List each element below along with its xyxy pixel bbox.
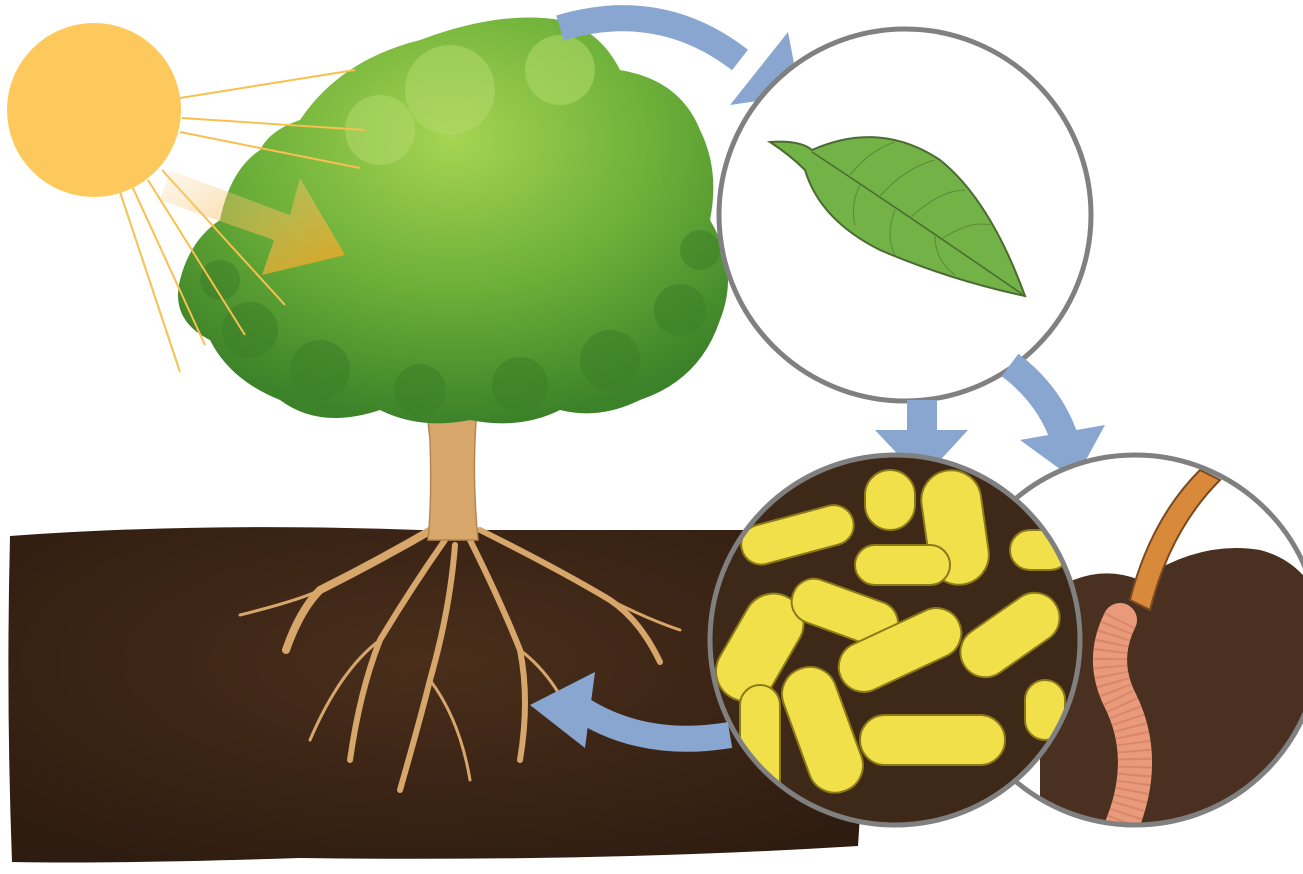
bacteria-circle bbox=[705, 455, 1080, 825]
leaf-circle bbox=[719, 29, 1091, 401]
